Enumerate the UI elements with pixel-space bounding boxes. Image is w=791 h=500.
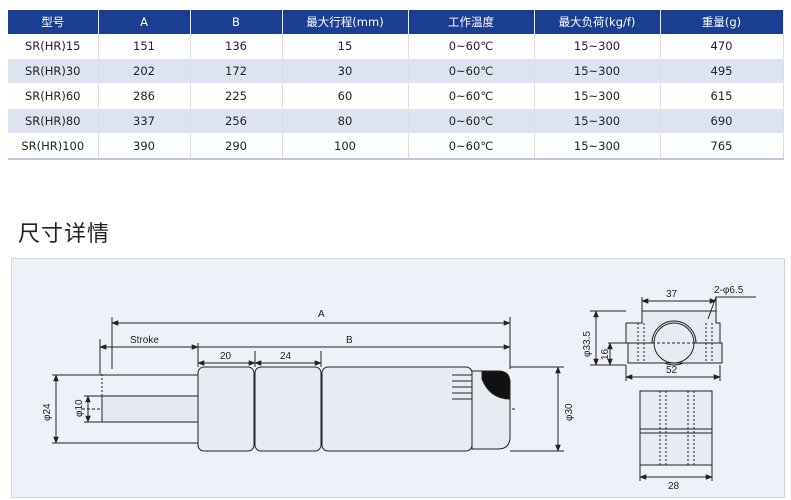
label-a: A xyxy=(318,309,325,320)
drawing-frame: A Stroke B 20 24 φ24 φ10 φ30 37 2-φ6.5 φ… xyxy=(11,258,785,498)
table-row: SR(HR)100 390 290 100 0~60℃ 15~300 765 xyxy=(8,133,784,160)
section-title: 尺寸详情 xyxy=(18,222,111,247)
cell-load: 15~300 xyxy=(534,108,661,134)
body-section-2 xyxy=(254,366,322,452)
label-20: 20 xyxy=(220,351,232,362)
cell-stroke: 80 xyxy=(282,108,409,134)
label-16: 16 xyxy=(600,348,611,360)
cell-load: 15~300 xyxy=(534,133,661,160)
cell-load: 15~300 xyxy=(534,83,661,109)
cell-a: 286 xyxy=(98,83,191,109)
body-section-3 xyxy=(321,366,473,452)
header-max-load: 最大负荷(kg/f) xyxy=(534,10,661,34)
label-24: 24 xyxy=(280,351,292,362)
cell-model: SR(HR)80 xyxy=(8,108,99,134)
cell-b: 256 xyxy=(190,108,283,134)
table-row: SR(HR)15 151 136 15 0~60℃ 15~300 470 xyxy=(8,34,784,59)
header-max-stroke: 最大行程(mm) xyxy=(282,10,409,34)
table-row: SR(HR)80 337 256 80 0~60℃ 15~300 690 xyxy=(8,108,784,134)
cell-weight: 495 xyxy=(660,58,784,84)
mount-side-view xyxy=(639,390,713,466)
cell-stroke: 15 xyxy=(282,34,409,59)
cell-model: SR(HR)100 xyxy=(8,133,99,160)
cell-stroke: 100 xyxy=(282,133,409,160)
cell-weight: 765 xyxy=(660,133,784,160)
spec-table: 型号 A B 最大行程(mm) 工作温度 最大负荷(kg/f) 重量(g) SR… xyxy=(8,10,784,160)
cell-b: 290 xyxy=(190,133,283,160)
piston-rod xyxy=(101,395,199,423)
label-phi30: φ30 xyxy=(564,403,575,421)
cell-temp: 0~60℃ xyxy=(408,108,535,134)
table-row: SR(HR)60 286 225 60 0~60℃ 15~300 615 xyxy=(8,83,784,109)
cell-a: 202 xyxy=(98,58,191,84)
header-model: 型号 xyxy=(8,10,99,34)
header-a: A xyxy=(98,10,191,34)
label-phi33-5: φ33.5 xyxy=(582,331,593,357)
cell-model: SR(HR)60 xyxy=(8,83,99,109)
header-temp: 工作温度 xyxy=(408,10,535,34)
header-weight: 重量(g) xyxy=(660,10,784,34)
label-b: B xyxy=(346,335,353,346)
cell-temp: 0~60℃ xyxy=(408,58,535,84)
cell-model: SR(HR)15 xyxy=(8,34,99,59)
cell-stroke: 60 xyxy=(282,83,409,109)
cell-temp: 0~60℃ xyxy=(408,133,535,160)
cell-load: 15~300 xyxy=(534,58,661,84)
label-phi24: φ24 xyxy=(42,403,53,421)
cell-b: 136 xyxy=(190,34,283,59)
cell-weight: 470 xyxy=(660,34,784,59)
table-row: SR(HR)30 202 172 30 0~60℃ 15~300 495 xyxy=(8,58,784,84)
label-stroke: Stroke xyxy=(130,335,159,346)
cell-temp: 0~60℃ xyxy=(408,83,535,109)
cell-b: 225 xyxy=(190,83,283,109)
cell-b: 172 xyxy=(190,58,283,84)
cell-model: SR(HR)30 xyxy=(8,58,99,84)
label-hole: 2-φ6.5 xyxy=(714,285,744,296)
cell-load: 15~300 xyxy=(534,34,661,59)
label-52: 52 xyxy=(666,365,678,376)
label-28: 28 xyxy=(668,481,680,492)
technical-drawing: A Stroke B 20 24 φ24 φ10 φ30 37 2-φ6.5 φ… xyxy=(42,285,756,492)
cell-a: 151 xyxy=(98,34,191,59)
cell-a: 337 xyxy=(98,108,191,134)
cell-stroke: 30 xyxy=(282,58,409,84)
body-section-1 xyxy=(197,366,255,452)
header-b: B xyxy=(190,10,283,34)
cell-a: 390 xyxy=(98,133,191,160)
label-37: 37 xyxy=(666,289,678,300)
hole-leader xyxy=(707,296,756,320)
table-header-row: 型号 A B 最大行程(mm) 工作温度 最大负荷(kg/f) 重量(g) xyxy=(8,10,784,34)
cell-weight: 615 xyxy=(660,83,784,109)
label-phi10: φ10 xyxy=(74,399,85,417)
cell-temp: 0~60℃ xyxy=(408,34,535,59)
cell-weight: 690 xyxy=(660,108,784,134)
